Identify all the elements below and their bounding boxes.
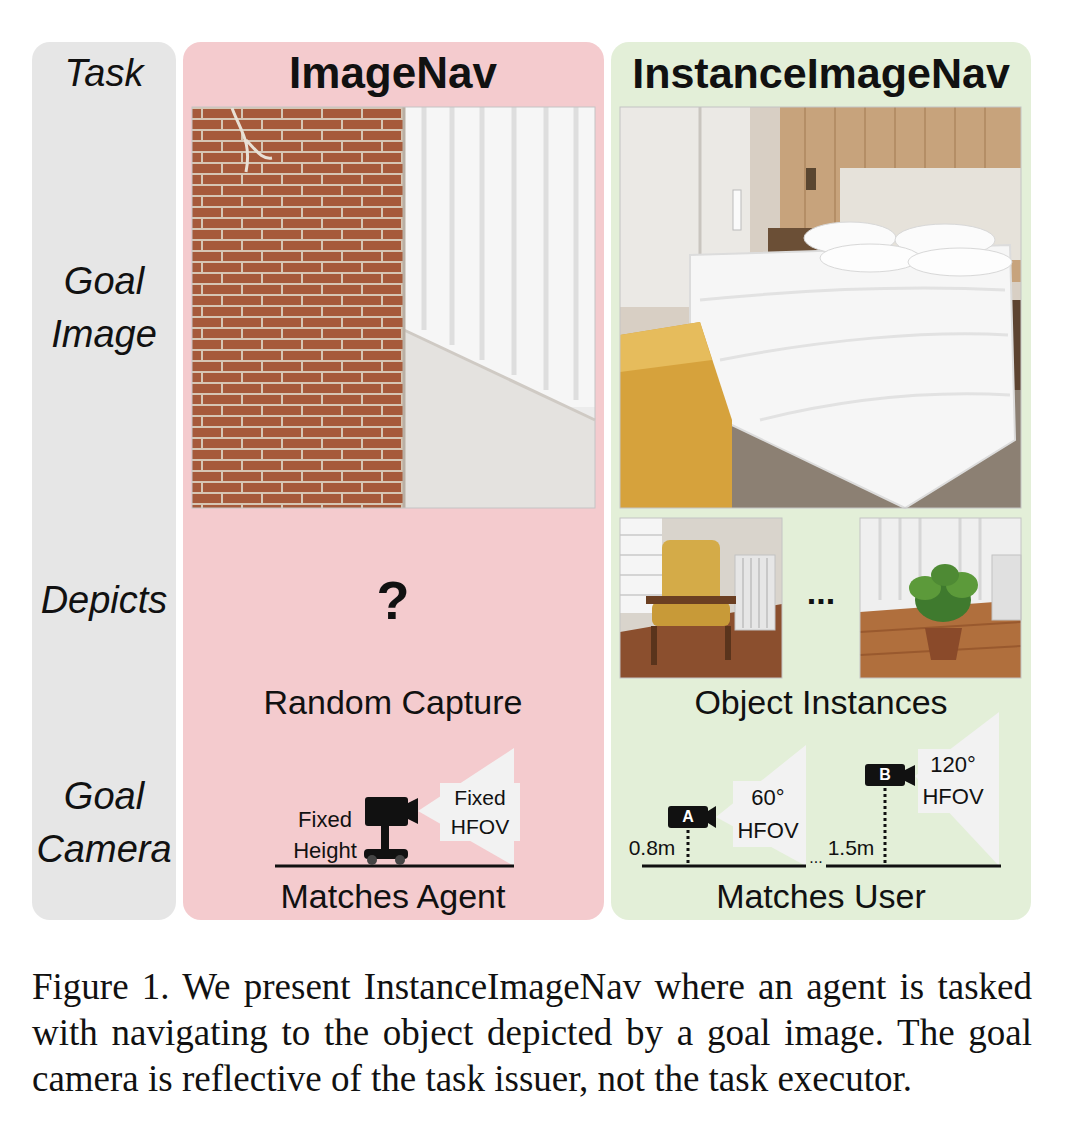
panel-ground	[32, 42, 176, 920]
bed	[690, 245, 1015, 508]
switch-plate	[733, 190, 741, 230]
height-label: Fixed Height	[285, 804, 365, 866]
height-marker	[687, 830, 690, 865]
ottoman-top	[620, 322, 712, 372]
photo-frame	[192, 107, 595, 508]
camera-letter: A	[682, 808, 694, 826]
radiator	[735, 555, 775, 630]
panel-title: InstanceImageNav	[632, 47, 1010, 99]
shutter-lines	[620, 535, 662, 595]
fov-label: Fixed HFOV	[440, 783, 520, 841]
panel-title: ImageNav	[289, 47, 497, 99]
photo-border	[620, 107, 1021, 508]
camera-body-icon	[365, 797, 408, 826]
fov-cone	[915, 712, 999, 866]
fov-label: 60° HFOV	[733, 781, 803, 847]
row-header-band: TaskGoal ImageDepictsGoal Camera	[32, 42, 176, 920]
photo-frame	[620, 518, 782, 678]
task-panel: ImageNav? Random CaptureFixed Height Fixed…	[183, 42, 604, 920]
leaves	[931, 564, 959, 586]
height-marker	[884, 788, 887, 865]
height-label: 0.8m	[629, 835, 676, 861]
photo-frame	[860, 518, 1021, 678]
camera-lens	[905, 765, 915, 786]
robot-post	[381, 826, 389, 852]
camera-label: Matches Agent	[281, 876, 506, 916]
robot-wheel	[367, 855, 377, 865]
chair-arms	[646, 596, 736, 604]
task-panel: InstanceImageNav... Object Instances 60° H…	[611, 42, 1031, 920]
ottoman	[620, 322, 732, 508]
camera-letter: B	[879, 766, 891, 784]
figure-caption: Figure 1. We present InstanceImageNav wh…	[32, 964, 1032, 1102]
camera-body: A	[668, 806, 708, 828]
photo-frame	[620, 107, 1021, 508]
illustration-part	[32, 42, 1031, 920]
fov-cone	[716, 745, 806, 866]
ground-line	[826, 865, 1001, 868]
wall-corner	[403, 107, 406, 508]
ground-line	[275, 865, 514, 868]
ellipsis: ...	[807, 572, 835, 612]
pillow	[908, 248, 1012, 276]
caption-box: Figure 1. We present InstanceImageNav wh…	[32, 964, 1032, 1102]
vine	[232, 108, 272, 172]
photo-border	[192, 107, 595, 508]
photo-border	[860, 518, 1021, 678]
depicts-label: Random Capture	[264, 682, 523, 722]
brick-wall	[192, 107, 404, 508]
sill-edge	[404, 330, 595, 420]
row-header: Goal Image	[32, 255, 176, 361]
pillow	[820, 244, 920, 272]
robot-wheel	[395, 855, 405, 865]
row-header: Depicts	[41, 577, 168, 623]
shutters	[880, 518, 980, 600]
duvet-folds	[700, 288, 1010, 420]
panel-ground	[183, 42, 604, 920]
chair-legs	[654, 626, 728, 665]
camera-body: B	[865, 764, 905, 786]
radiator	[992, 555, 1021, 620]
chair-seat	[652, 602, 730, 626]
pot	[925, 628, 962, 660]
camera-label: Matches User	[716, 876, 926, 916]
lamp	[806, 168, 816, 190]
panel-ground	[611, 42, 1031, 920]
row-header: Task	[65, 50, 144, 96]
height-label: 1.5m	[828, 835, 875, 861]
unknown-mark: ?	[377, 570, 410, 630]
ellipsis: ...	[809, 849, 822, 867]
ground-line	[642, 865, 806, 868]
window-sill	[404, 330, 595, 508]
camera-lens	[408, 798, 418, 824]
camera-lens	[708, 806, 716, 828]
photo-border	[620, 518, 782, 678]
row-header: Goal Camera	[32, 770, 176, 876]
depicts-label: Object Instances	[694, 682, 947, 722]
radiator-fins	[743, 558, 767, 628]
fov-label: 120° HFOV	[918, 749, 988, 813]
